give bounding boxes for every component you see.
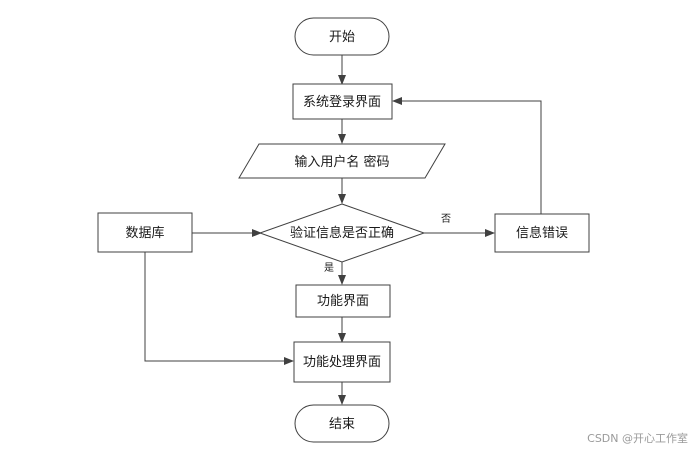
start-terminator [294,17,390,56]
input-credentials-box [238,143,446,179]
database-label: 数据库 [125,225,164,241]
edge-error-login [392,97,542,214]
yes-edge-label: 是 [324,262,334,274]
error-label: 信息错误 [516,225,568,241]
end-terminator [294,404,390,443]
process-page-label: 功能处理界面 [303,355,381,370]
function-page-box [295,284,391,318]
input-credentials-label: 输入用户名 密码 [294,154,389,170]
process-page-box [293,341,391,383]
watermark: CSDN @开心工作室 [587,431,688,445]
login-screen-box [292,83,393,120]
function-page-label: 功能界面 [317,294,369,309]
edge-database-process [144,252,294,365]
error-box [494,213,590,253]
end-label: 结束 [329,417,355,432]
no-edge-label: 否 [441,213,451,225]
database-box [97,212,193,253]
verify-decision-label: 验证信息是否正确 [290,225,394,241]
verify-decision [258,203,426,263]
login-screen-label: 系统登录界面 [303,95,381,110]
start-label: 开始 [329,30,355,45]
